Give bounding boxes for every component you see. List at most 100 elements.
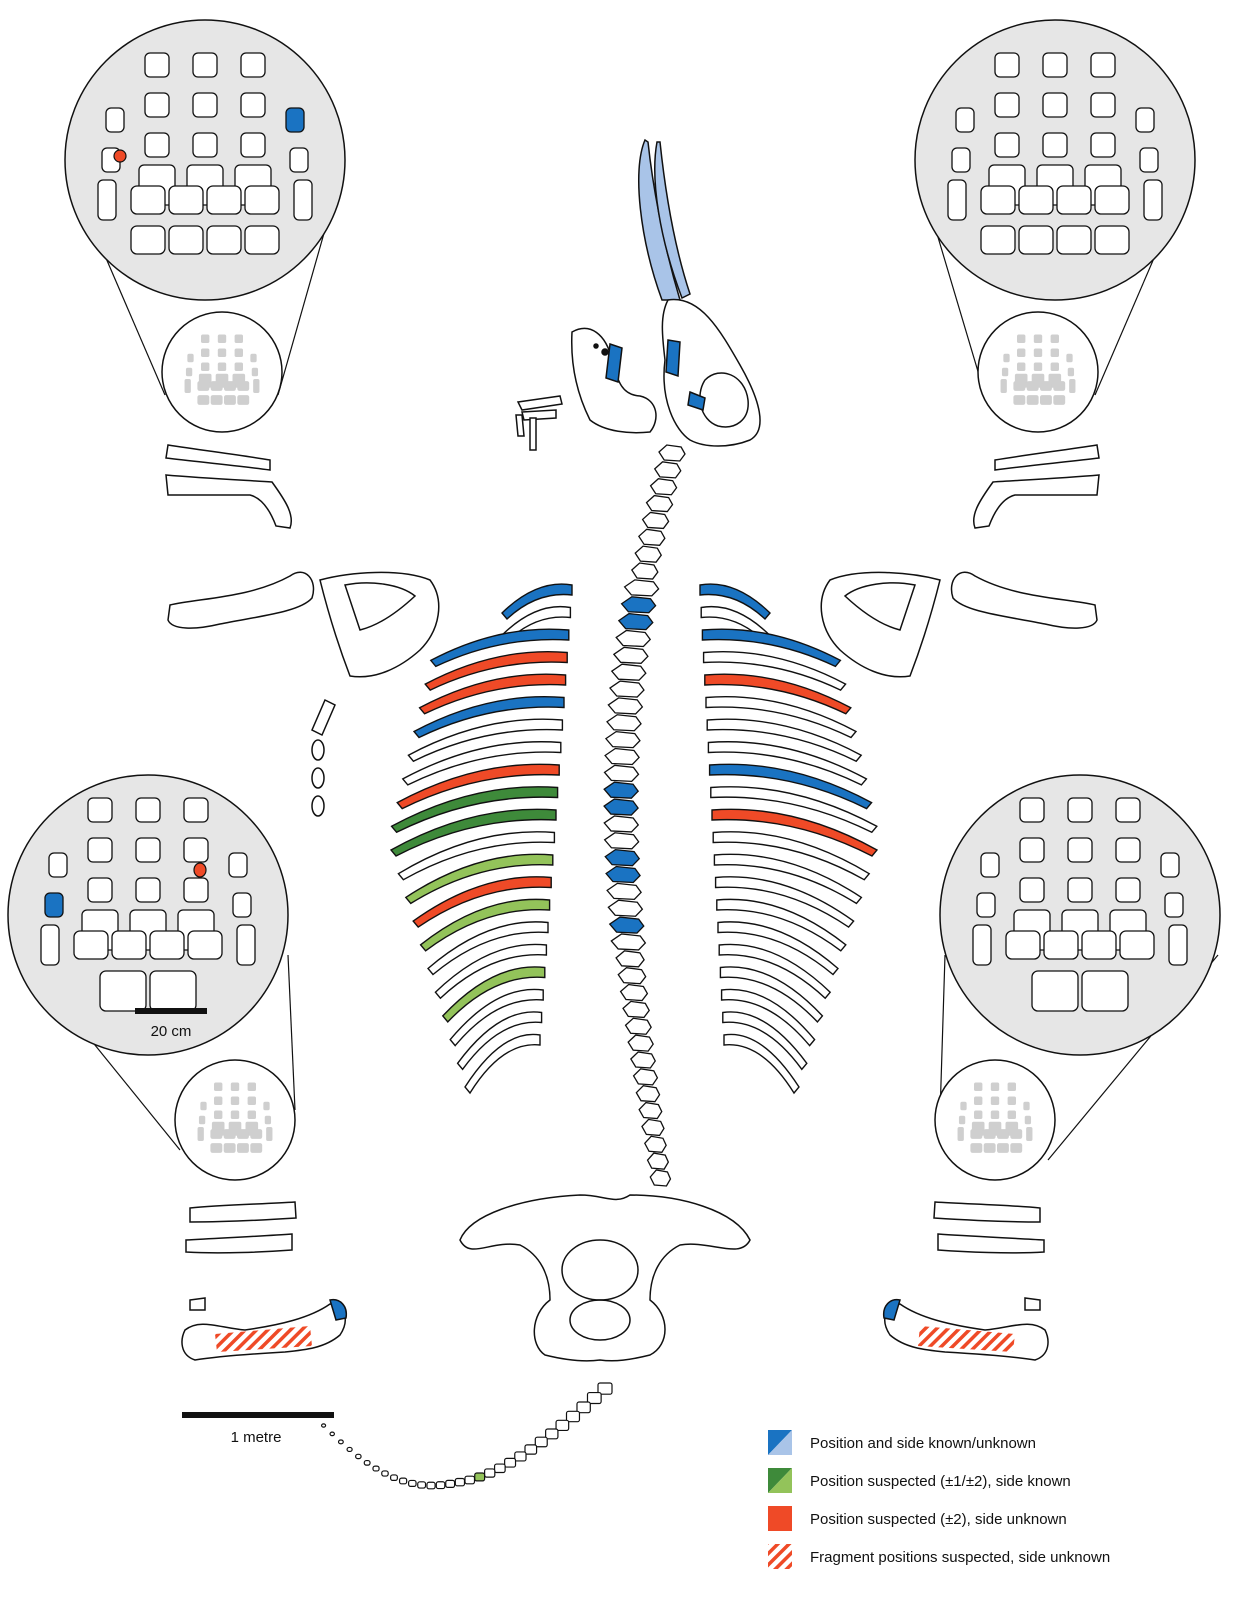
carpal bbox=[197, 395, 209, 405]
carpal bbox=[250, 1143, 262, 1153]
vertebra bbox=[645, 1136, 666, 1152]
legend: Position and side known/unknown Position… bbox=[768, 1430, 1110, 1569]
hyoid bbox=[518, 396, 562, 410]
hand-bone bbox=[1023, 1102, 1029, 1110]
hand-bone bbox=[241, 93, 265, 117]
hand-bone bbox=[201, 335, 209, 343]
carpal bbox=[1057, 186, 1091, 214]
vertebra bbox=[605, 748, 639, 764]
hand-bone bbox=[235, 335, 243, 343]
hand-bone bbox=[1020, 878, 1044, 902]
skull bbox=[516, 140, 760, 450]
carpal bbox=[224, 1129, 236, 1139]
hand-bone bbox=[184, 798, 208, 822]
vertebra bbox=[605, 833, 639, 849]
legend-swatch bbox=[768, 1506, 792, 1531]
hand-bone bbox=[200, 1102, 206, 1110]
legend-label: Position suspected (±1/±2), side known bbox=[810, 1473, 1071, 1490]
tail-vertebra bbox=[347, 1447, 352, 1451]
hand-bone bbox=[248, 1097, 256, 1105]
hand-bone bbox=[286, 108, 304, 132]
hand-detail-upper-right bbox=[915, 20, 1195, 432]
vertebra bbox=[608, 900, 642, 916]
vertebra bbox=[655, 462, 681, 478]
carpal bbox=[131, 186, 165, 214]
ribs-left bbox=[391, 584, 572, 1093]
carpal bbox=[211, 381, 223, 391]
hand-bone bbox=[1116, 838, 1140, 862]
legend-label: Position suspected (±2), side unknown bbox=[810, 1511, 1067, 1528]
tibia-fibula-left bbox=[186, 1202, 296, 1253]
vertebra bbox=[625, 580, 659, 596]
hand-bone bbox=[1043, 93, 1067, 117]
hand-bone bbox=[991, 1111, 999, 1119]
legend-swatch bbox=[768, 1544, 792, 1569]
carpal bbox=[1013, 381, 1025, 391]
hand-bone bbox=[973, 925, 991, 965]
hand-bone bbox=[252, 368, 258, 376]
sternum bbox=[312, 700, 335, 816]
tail-vertebra bbox=[525, 1445, 537, 1454]
tail-vertebra bbox=[427, 1482, 435, 1489]
hand-bone bbox=[193, 93, 217, 117]
hand-bone bbox=[956, 108, 974, 132]
carpal bbox=[207, 186, 241, 214]
hand-detail-lower-right bbox=[935, 775, 1220, 1180]
humerus-right bbox=[952, 572, 1097, 628]
carpal bbox=[211, 395, 223, 405]
hand-bone bbox=[201, 349, 209, 357]
carpal bbox=[224, 381, 236, 391]
carpal bbox=[150, 971, 196, 1011]
vertebra bbox=[614, 647, 648, 663]
tail-vertebra bbox=[566, 1411, 579, 1421]
carpal bbox=[237, 395, 249, 405]
tail-vertebra bbox=[556, 1420, 569, 1430]
ribs-right bbox=[700, 584, 877, 1093]
hand-bone bbox=[991, 1083, 999, 1091]
hand-bone bbox=[266, 1127, 272, 1141]
vertebra bbox=[607, 715, 641, 731]
hand-bone bbox=[1008, 1097, 1016, 1105]
hand-bone bbox=[1017, 363, 1025, 371]
carpal bbox=[224, 395, 236, 405]
vertebra bbox=[612, 664, 646, 680]
hand-detail-upper-left bbox=[65, 20, 345, 432]
tail-vertebra bbox=[475, 1473, 485, 1481]
vertebra bbox=[635, 546, 661, 562]
hand-bone bbox=[1026, 1127, 1032, 1141]
hand-bone bbox=[981, 853, 999, 877]
femur-right bbox=[884, 1298, 1048, 1360]
hand-bone bbox=[253, 379, 259, 393]
vertebra bbox=[616, 951, 644, 967]
hand-bone bbox=[235, 349, 243, 357]
legend-label: Position and side known/unknown bbox=[810, 1435, 1036, 1452]
hand-bone bbox=[199, 1116, 205, 1124]
hand-bone bbox=[248, 1083, 256, 1091]
vertebra bbox=[610, 681, 644, 697]
hand-bone bbox=[1034, 349, 1042, 357]
tail-vertebra bbox=[495, 1464, 506, 1472]
carpal bbox=[1057, 226, 1091, 254]
vertebra bbox=[622, 597, 656, 613]
vertebra bbox=[659, 445, 685, 461]
legend-item: Position and side known/unknown bbox=[768, 1430, 1036, 1455]
radius-ulna-right bbox=[974, 445, 1099, 528]
tail-vertebra bbox=[455, 1478, 464, 1485]
carpal bbox=[1053, 395, 1065, 405]
hand-bone bbox=[1034, 363, 1042, 371]
carpal bbox=[1120, 931, 1154, 959]
legend-item: Fragment positions suspected, side unkno… bbox=[768, 1544, 1110, 1569]
vertebra bbox=[631, 1052, 655, 1068]
vertebra bbox=[605, 850, 639, 866]
body-scale-bar bbox=[182, 1412, 334, 1418]
vertebra bbox=[604, 816, 638, 832]
vertebra bbox=[608, 698, 642, 714]
hand-bone bbox=[958, 1127, 964, 1141]
carpal bbox=[197, 381, 209, 391]
carpal bbox=[1032, 971, 1078, 1011]
vertebra bbox=[639, 529, 665, 545]
vertebra bbox=[634, 1069, 658, 1085]
carpal bbox=[237, 1129, 249, 1139]
tail-vertebra bbox=[465, 1476, 475, 1484]
hand-bone bbox=[1068, 878, 1092, 902]
